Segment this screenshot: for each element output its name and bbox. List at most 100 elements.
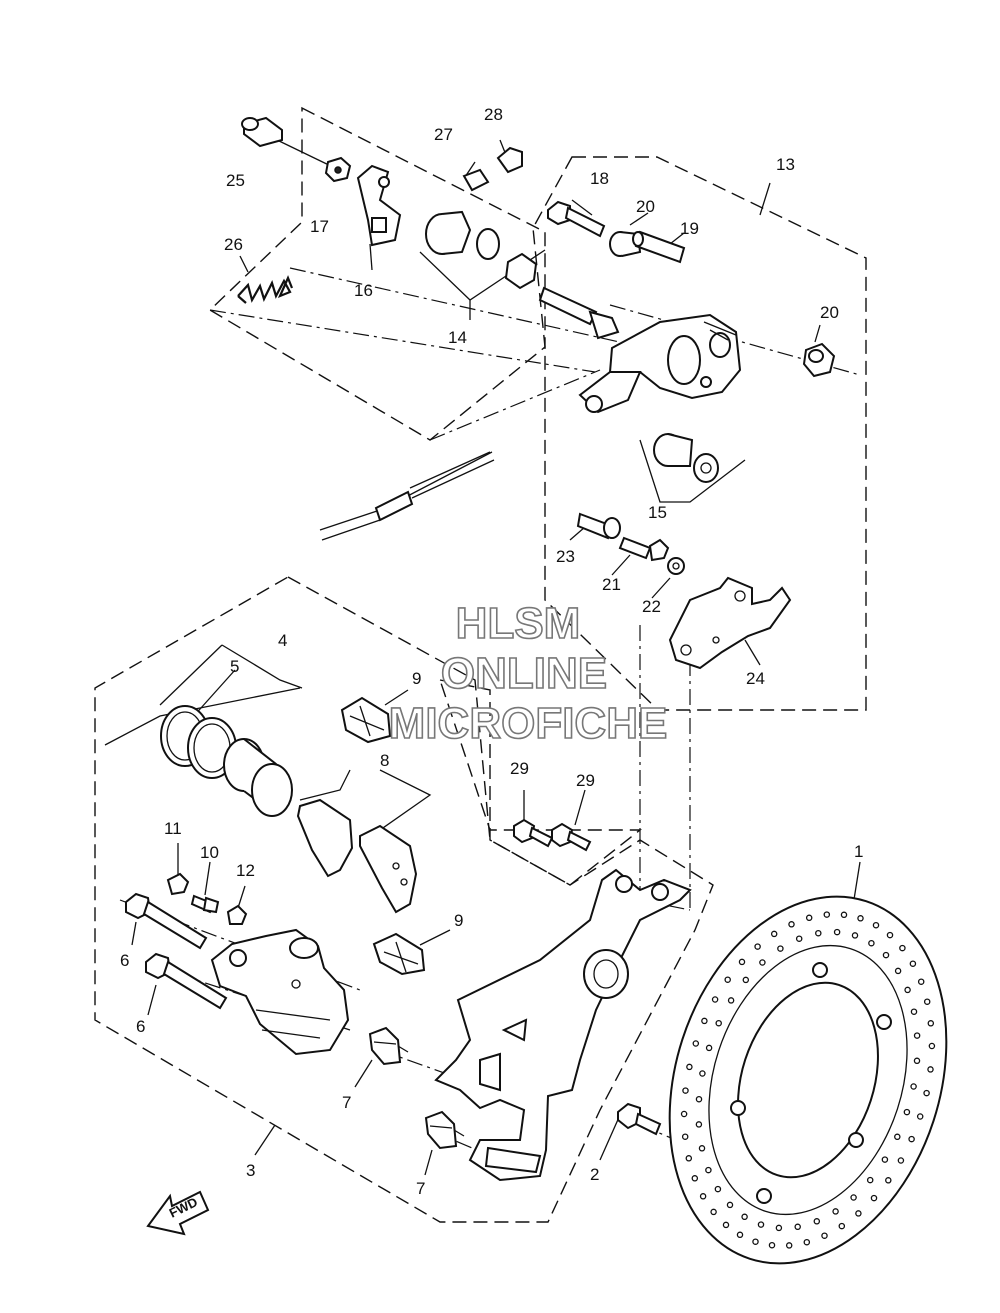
disc-hole xyxy=(813,1218,821,1225)
disc-hole xyxy=(705,1044,713,1052)
part-23-pin xyxy=(576,512,621,540)
disc-hole xyxy=(695,1121,703,1128)
disc-hole xyxy=(695,1095,703,1103)
disc-hole xyxy=(777,945,784,952)
disc-hole xyxy=(705,1166,712,1174)
disc-hole xyxy=(882,951,890,959)
callout-29a: 29 xyxy=(510,759,529,778)
disc-hole xyxy=(795,935,803,942)
part-1-brake-disc xyxy=(668,895,948,1265)
callout-2: 2 xyxy=(590,1165,599,1184)
callout-1: 1 xyxy=(854,842,863,861)
disc-hole xyxy=(775,1224,783,1232)
part-2-bolt xyxy=(617,1102,662,1136)
disc-hole xyxy=(759,959,766,966)
disc-hole xyxy=(913,1032,921,1039)
watermark-line1: HLSM xyxy=(456,599,581,648)
disc-hole xyxy=(910,1008,918,1015)
disc-hole xyxy=(726,1201,734,1209)
disc-hole xyxy=(722,1221,730,1229)
callout-6b: 6 xyxy=(136,1017,145,1036)
part-22-washer xyxy=(667,557,685,575)
disc-hole xyxy=(691,1175,699,1182)
callout-26: 26 xyxy=(224,235,243,254)
part-24-bracket xyxy=(668,576,792,670)
disc-hole xyxy=(894,1133,901,1141)
part-16-bracket xyxy=(356,164,402,247)
callout-18: 18 xyxy=(590,169,609,188)
disc-hole xyxy=(685,1155,693,1162)
disc-hole xyxy=(823,911,831,918)
disc-hole xyxy=(680,1110,688,1118)
callout-11: 11 xyxy=(164,819,182,838)
part-7-boot-upper xyxy=(368,1026,409,1066)
callout-7b: 7 xyxy=(416,1179,425,1198)
disc-hole xyxy=(711,996,719,1003)
disc-hole xyxy=(868,939,875,947)
disc-hole xyxy=(927,1066,934,1073)
callout-13: 13 xyxy=(776,155,795,174)
callout-9b: 9 xyxy=(454,911,463,930)
disc-hole xyxy=(692,1040,700,1047)
part-19-sleeve xyxy=(632,230,686,264)
disc-hole xyxy=(757,1221,765,1228)
callout-4: 4 xyxy=(278,631,287,650)
disc-hole xyxy=(832,1208,839,1215)
disc-hole xyxy=(803,1238,811,1246)
group-boundary-upper xyxy=(208,106,546,441)
disc-hole xyxy=(681,1133,689,1140)
callout-14: 14 xyxy=(448,328,467,347)
disc-hole xyxy=(699,1070,706,1077)
part-17-nut xyxy=(324,156,352,183)
callout-5: 5 xyxy=(230,657,239,676)
disc-hole xyxy=(909,960,917,967)
disc-hole xyxy=(850,1194,857,1201)
disc-hole xyxy=(815,929,822,937)
disc-hole xyxy=(886,931,894,939)
part-20-bushing-right xyxy=(802,342,836,378)
disc-hole xyxy=(897,1157,905,1164)
callout-15: 15 xyxy=(648,503,667,522)
disc-hole xyxy=(833,928,841,936)
watermark-line2: ONLINE xyxy=(441,649,607,698)
callout-10: 10 xyxy=(200,843,219,862)
disc-hole xyxy=(866,1176,874,1184)
disc-hole xyxy=(923,998,931,1005)
disc-hole xyxy=(770,930,778,938)
watermark-line3: MICROFICHE xyxy=(389,699,668,748)
disc-hole xyxy=(724,976,731,983)
part-11-cap xyxy=(166,872,190,896)
part-29-bolt-left xyxy=(513,818,554,848)
part-21-bolt xyxy=(618,536,670,562)
disc-hole xyxy=(885,1177,892,1184)
disc-hole xyxy=(710,1208,717,1216)
rear-caliper-body xyxy=(578,313,742,414)
callout-labels: 1 2 3 4 5 6 6 7 7 8 9 9 10 11 12 13 14 1… xyxy=(120,105,863,1198)
disc-hole xyxy=(851,932,859,939)
disc-hole xyxy=(903,1108,911,1116)
caliper-body-3 xyxy=(210,928,350,1056)
disc-hole xyxy=(698,1145,706,1152)
disc-hole xyxy=(870,1194,878,1202)
disc-hole xyxy=(686,1063,693,1071)
disc-hole xyxy=(738,958,746,966)
disc-hole xyxy=(805,914,813,922)
part-8-brake-pads xyxy=(296,798,418,914)
callout-21: 21 xyxy=(602,575,621,594)
callout-22: 22 xyxy=(642,597,661,616)
callout-12: 12 xyxy=(236,861,255,880)
watermark: HLSM ONLINE MICROFICHE xyxy=(388,598,668,749)
caliper-bracket xyxy=(434,868,692,1182)
disc-hole xyxy=(838,1222,846,1230)
callout-25: 25 xyxy=(226,171,245,190)
callout-28: 28 xyxy=(484,105,503,124)
part-9-spring-upper xyxy=(340,696,392,744)
disc-hole xyxy=(923,1089,930,1097)
group-boundary-29 xyxy=(438,679,643,886)
disc-hole xyxy=(840,911,848,919)
part-12-clip xyxy=(226,904,248,925)
leader-lines xyxy=(104,138,861,1176)
disc-hole xyxy=(894,967,902,975)
disc-hole xyxy=(752,1238,759,1245)
